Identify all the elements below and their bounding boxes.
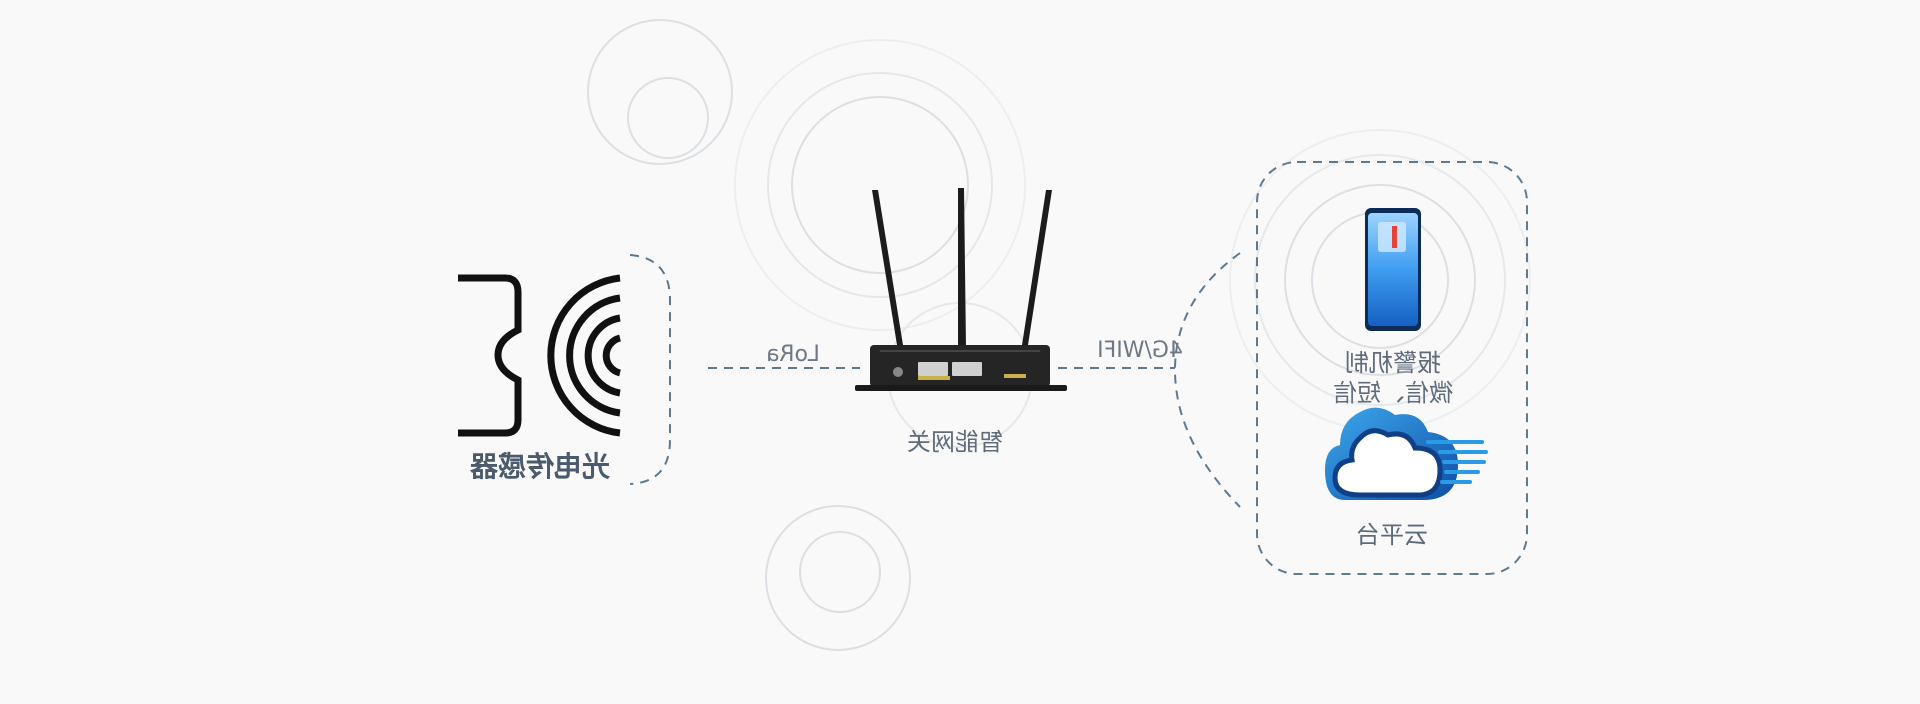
phone-icon bbox=[1365, 208, 1421, 331]
gateway-label: 智能网关 bbox=[907, 428, 1003, 456]
lora-label: LoRa bbox=[766, 342, 820, 367]
cloud-platform-icon bbox=[1325, 407, 1488, 500]
cloud-dashed-arc bbox=[1173, 252, 1241, 508]
network-label: 4G/WIFI bbox=[1097, 338, 1183, 363]
cloud-platform-label: 云平台 bbox=[1356, 521, 1428, 549]
background-rings bbox=[587, 19, 1531, 651]
photoelectric-sensor-icon bbox=[458, 274, 622, 437]
sensor-dashed-bracket bbox=[629, 254, 671, 485]
gateway-device-icon bbox=[855, 188, 1067, 391]
alarm-label-line2: 微信、短信 bbox=[1333, 379, 1453, 407]
cloud-alarm-group-box bbox=[1256, 161, 1528, 575]
sensor-label: 光电传感器 bbox=[470, 450, 611, 483]
alarm-label-line1: 报警机制 bbox=[1345, 349, 1441, 377]
